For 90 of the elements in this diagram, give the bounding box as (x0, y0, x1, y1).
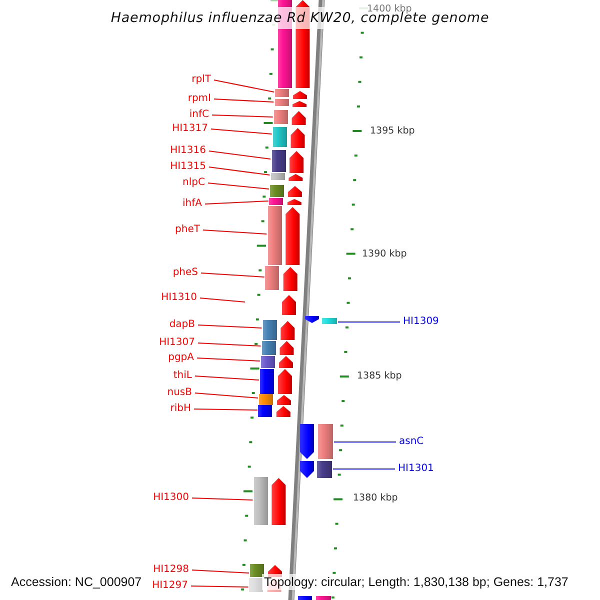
gene-feature (283, 267, 298, 291)
gene-feature (298, 596, 312, 600)
gene-label: HI1301 (398, 463, 434, 475)
gene-bar (275, 89, 290, 97)
gene-label: pheS (172, 267, 198, 279)
gene-feature (287, 199, 302, 205)
gene-label: HI1297 (152, 580, 188, 592)
leader-line (214, 80, 275, 92)
gene-feature (305, 316, 319, 323)
leader-line (198, 342, 262, 346)
scale-label: 1395 kbp (370, 126, 415, 136)
leader-line (204, 200, 269, 204)
gene-bar (322, 318, 337, 324)
leader-line (212, 114, 274, 118)
scale-label: 1380 kbp (353, 492, 398, 504)
gene-bar (260, 356, 275, 368)
gene-bar (262, 320, 277, 340)
gene-feature (290, 128, 305, 148)
gene-feature (282, 295, 296, 315)
gene-bar (317, 461, 332, 478)
gene-bar (270, 173, 285, 180)
leader-line (194, 408, 258, 410)
gene-label: infC (189, 109, 209, 121)
gene-label: HI1307 (159, 337, 195, 349)
footer-text: Topology: circular; Length: 1,830,138 bp; Genes: 1,737 (262, 574, 570, 590)
gene-bar (270, 185, 284, 197)
gene-label: rpmI (188, 93, 211, 105)
gene-bar (269, 198, 284, 205)
gene-label: ihfA (182, 198, 202, 210)
gene-bar (259, 394, 274, 405)
gene-feature (292, 101, 307, 107)
leader-line (198, 324, 262, 328)
gene-feature (286, 207, 300, 265)
leader-line (194, 392, 259, 398)
gene-label: ribH (170, 403, 191, 415)
gene-feature (280, 321, 295, 340)
leader-line (202, 230, 268, 234)
gene-feature (276, 406, 290, 417)
gene-bar (265, 266, 280, 290)
leader-line (190, 586, 249, 588)
gene-bar (272, 127, 287, 147)
gene-label: HI1316 (170, 145, 206, 157)
gene-bar (258, 405, 272, 417)
leader-line (200, 272, 265, 278)
gene-label: HI1315 (170, 161, 206, 173)
leader-line (194, 376, 260, 380)
scale-label: 1390 kbp (362, 248, 407, 260)
scale-label: 1385 kbp (357, 370, 402, 382)
gene-label: nusB (167, 387, 192, 399)
leader-line (210, 128, 272, 134)
gene-feature (300, 424, 314, 459)
footer-text: Accession: NC_000907 (10, 574, 143, 590)
gene-feature (292, 111, 306, 125)
leader-line (192, 570, 250, 574)
gene-feature (280, 341, 294, 355)
gene-bar (254, 477, 268, 525)
leader-line (332, 468, 396, 470)
gene-bar (274, 99, 289, 106)
leader-line (208, 150, 272, 160)
gene-label: pheT (175, 224, 200, 236)
leader-line (208, 166, 270, 176)
gene-feature (288, 186, 302, 197)
gene-label: HI1317 (172, 123, 208, 135)
gene-label: HI1310 (161, 292, 197, 304)
gene-bar (250, 564, 264, 577)
gene-label: asnC (399, 436, 424, 448)
gene-label: dapB (169, 319, 195, 331)
scale-label: 1400 kbp (367, 4, 412, 14)
gene-bar (260, 369, 274, 394)
gene-label: HI1309 (403, 316, 439, 328)
leader-line (200, 298, 246, 302)
gene-bar (318, 424, 333, 459)
gene-label: rplT (192, 74, 211, 86)
gene-label: HI1298 (153, 564, 189, 576)
leader-line (214, 98, 274, 102)
gene-bar (274, 110, 288, 124)
leader-line (208, 182, 270, 190)
leader-line (192, 498, 254, 500)
gene-feature (293, 91, 308, 99)
gene-feature (272, 478, 286, 525)
gene-label: nlpC (182, 177, 205, 189)
gene-label: pgpA (168, 352, 194, 364)
gene-label: thiL (173, 370, 192, 382)
gene-label: HI1300 (153, 492, 189, 504)
leader-line (196, 358, 260, 362)
gene-bar (249, 578, 264, 592)
gene-bar (262, 341, 276, 355)
gene-feature (300, 461, 314, 478)
gene-bar (272, 150, 286, 172)
gene-bar (268, 206, 282, 265)
